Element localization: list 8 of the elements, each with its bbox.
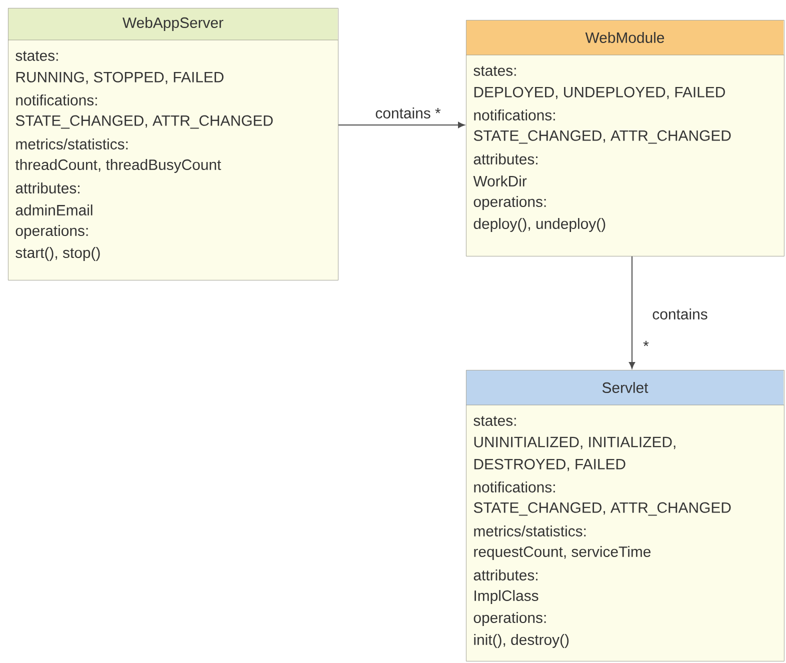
edge-label: contains *	[374, 106, 442, 120]
class-box: Servlet states: UNINITIALIZED, INITIALIZED, DESTROYED, FAILED notifications: STATE_CHANGED, ATTR_CHANGED metrics/statistics: requestCount, serviceTime attributes: ImplClass operations: init(), destroy()	[466, 370, 784, 662]
multiplicity-label: *	[643, 340, 649, 346]
arrow	[628, 256, 636, 369]
edge-label: contains	[651, 308, 709, 320]
class-box: WebAppServer states: RUNNING, STOPPED, FAILED notifications: STATE_CHANGED, ATTR_CHANGED metrics/statistics: threadCount, threadBusyCount attributes: adminEmail operations: start(), stop()	[8, 8, 338, 280]
arrow	[338, 122, 465, 128]
class-box: WebModule states: DEPLOYED, UNDEPLOYED, FAILED notifications: STATE_CHANGED, ATTR_CHANGED attributes: WorkDir operations: deploy(), undeploy()	[466, 20, 784, 256]
